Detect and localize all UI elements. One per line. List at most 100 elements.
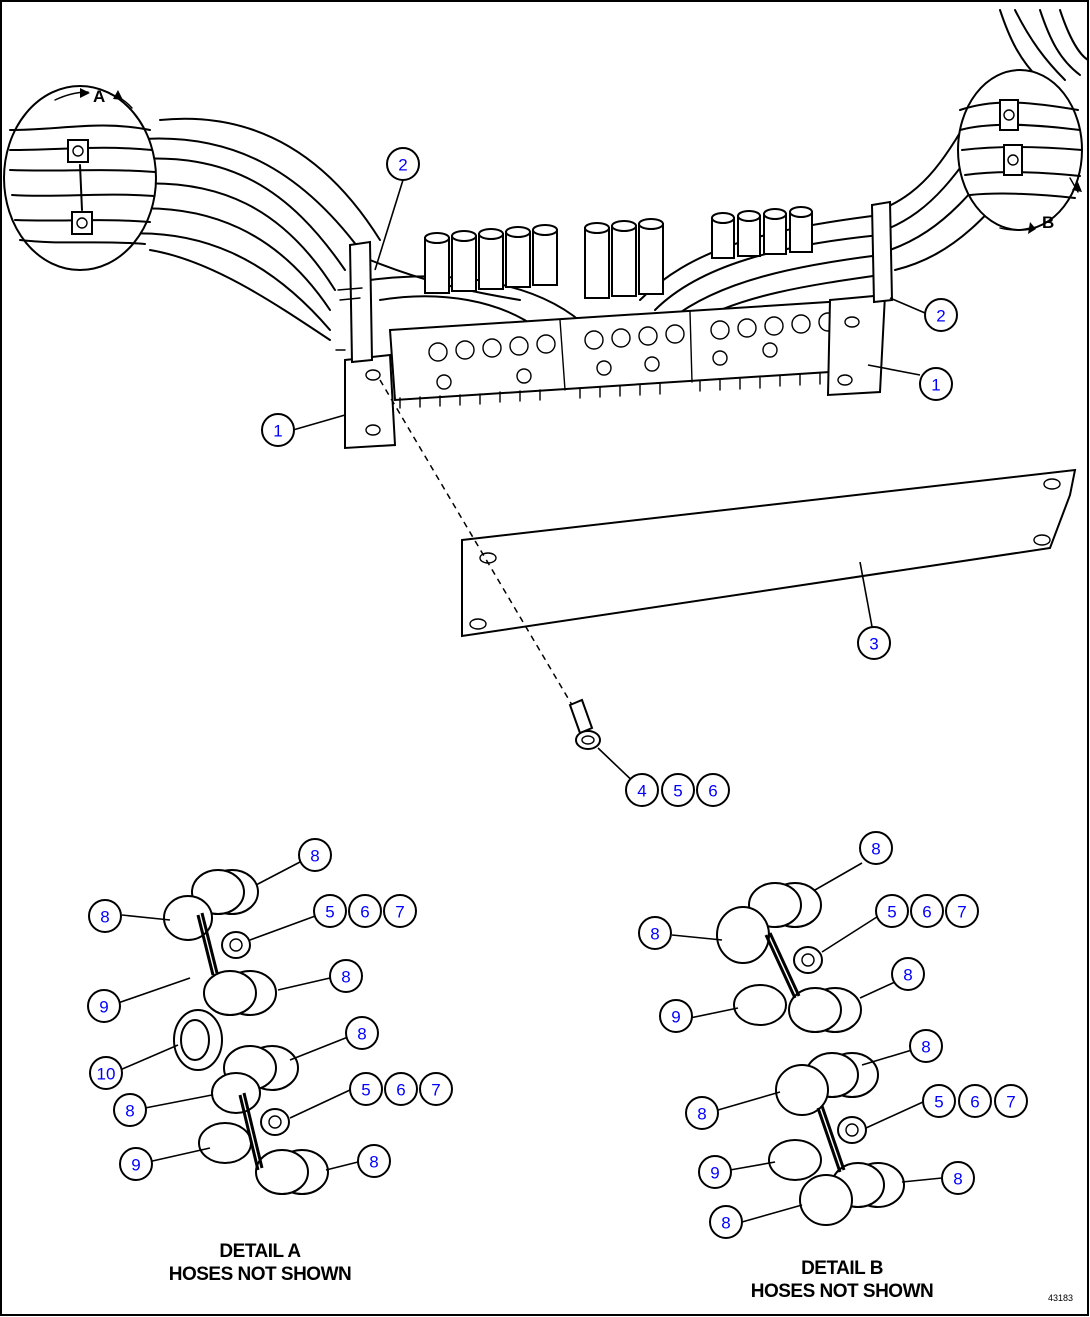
detail-a-callout-8-bottom: 8 — [357, 1144, 391, 1178]
callout-4: 4 — [625, 773, 659, 807]
callout-6: 6 — [696, 773, 730, 807]
svg-text:1: 1 — [931, 376, 940, 395]
figure-number: 43183 — [1048, 1293, 1074, 1303]
svg-text:1: 1 — [273, 422, 282, 441]
detail-a-callout-9-lower: 9 — [119, 1147, 153, 1181]
detail-a-inset — [3, 85, 157, 271]
detail-b-marker: B — [1042, 213, 1054, 232]
detail-b-callout-5-upper: 5 — [875, 894, 909, 928]
detail-a-caption: DETAIL A HOSES NOT SHOWN — [130, 1240, 390, 1286]
svg-text:4: 4 — [637, 782, 646, 801]
detail-a-callout-8-mid2: 8 — [345, 1016, 379, 1050]
detail-a-callout-8-mid: 8 — [329, 959, 363, 993]
detail-b-callout-8-bottom-right: 8 — [941, 1161, 975, 1195]
detail-a-callout-7-upper: 7 — [383, 894, 417, 928]
svg-text:8: 8 — [650, 925, 659, 944]
detail-a-callout-7-lower: 7 — [419, 1072, 453, 1106]
svg-text:5: 5 — [934, 1093, 943, 1112]
svg-text:8: 8 — [341, 968, 350, 987]
detail-b-callout-6-upper: 6 — [910, 894, 944, 928]
callout-1-left: 1 — [261, 413, 295, 447]
detail-a-callout-8-left: 8 — [88, 899, 122, 933]
svg-text:5: 5 — [325, 903, 334, 922]
svg-text:9: 9 — [131, 1156, 140, 1175]
detail-b-callout-8-mid: 8 — [891, 957, 925, 991]
detail-a-subtitle: HOSES NOT SHOWN — [168, 1264, 352, 1285]
svg-text:8: 8 — [871, 840, 880, 859]
detail-a-title: DETAIL A — [219, 1241, 301, 1262]
callout-2-right: 2 — [924, 298, 958, 332]
svg-text:6: 6 — [360, 903, 369, 922]
assembly-line — [379, 379, 589, 733]
svg-text:8: 8 — [697, 1105, 706, 1124]
detail-b-callout-9-upper: 9 — [659, 999, 693, 1033]
svg-text:8: 8 — [125, 1102, 134, 1121]
svg-text:7: 7 — [395, 903, 404, 922]
svg-text:8: 8 — [310, 847, 319, 866]
detail-b-callout-8-mid2: 8 — [909, 1029, 943, 1063]
detail-a-marker: A — [93, 87, 105, 106]
svg-text:6: 6 — [970, 1093, 979, 1112]
svg-text:5: 5 — [887, 903, 896, 922]
svg-text:5: 5 — [673, 782, 682, 801]
detail-a-callout-8-top: 8 — [298, 838, 332, 872]
svg-text:9: 9 — [710, 1164, 719, 1183]
svg-text:9: 9 — [99, 998, 108, 1017]
detail-a-callout-9-upper: 9 — [87, 989, 121, 1023]
detail-a-callout-6-upper: 6 — [348, 894, 382, 928]
svg-text:5: 5 — [361, 1081, 370, 1100]
callout-5: 5 — [661, 773, 695, 807]
svg-text:8: 8 — [357, 1025, 366, 1044]
svg-text:8: 8 — [721, 1214, 730, 1233]
detail-b-caption: DETAIL B HOSES NOT SHOWN — [712, 1257, 972, 1303]
detail-a-callout-10: 10 — [89, 1056, 123, 1090]
svg-text:10: 10 — [97, 1065, 116, 1084]
svg-text:6: 6 — [922, 903, 931, 922]
detail-b-callout-8-lower-left: 8 — [685, 1096, 719, 1130]
callout-1-right: 1 — [919, 367, 953, 401]
valve-block — [388, 298, 861, 409]
detail-a-callout-6-lower: 6 — [384, 1072, 418, 1106]
detail-b-callout-7-lower: 7 — [994, 1084, 1028, 1118]
svg-text:8: 8 — [903, 966, 912, 985]
valve-fittings — [424, 206, 813, 299]
detail-b-callout-8-bottom-left: 8 — [709, 1205, 743, 1239]
detail-a-callout-5-upper: 5 — [313, 894, 347, 928]
svg-text:7: 7 — [431, 1081, 440, 1100]
detail-b-inset — [957, 69, 1083, 234]
detail-b-title: DETAIL B — [801, 1258, 883, 1279]
detail-b-clamps — [716, 882, 905, 1226]
detail-a-callout-5-lower: 5 — [349, 1072, 383, 1106]
detail-a-clamps — [163, 869, 329, 1195]
svg-text:9: 9 — [671, 1008, 680, 1027]
svg-text:2: 2 — [398, 156, 407, 175]
detail-b-callout-5-lower: 5 — [922, 1084, 956, 1118]
bolt — [568, 698, 601, 750]
svg-text:3: 3 — [869, 635, 878, 654]
svg-text:6: 6 — [396, 1081, 405, 1100]
left-bracket — [335, 240, 397, 450]
svg-text:8: 8 — [369, 1153, 378, 1172]
detail-b-subtitle: HOSES NOT SHOWN — [750, 1281, 934, 1302]
right-bracket — [826, 200, 894, 397]
callout-2-left: 2 — [386, 147, 420, 181]
svg-text:2: 2 — [936, 307, 945, 326]
svg-text:7: 7 — [1006, 1093, 1015, 1112]
detail-b-callout-8-top: 8 — [859, 831, 893, 865]
svg-text:8: 8 — [100, 908, 109, 927]
svg-text:7: 7 — [957, 903, 966, 922]
cover-plate — [461, 468, 1077, 638]
detail-b-callout-6-lower: 6 — [958, 1084, 992, 1118]
svg-text:8: 8 — [953, 1170, 962, 1189]
svg-text:8: 8 — [921, 1038, 930, 1057]
detail-b-callout-8-left: 8 — [638, 916, 672, 950]
svg-text:6: 6 — [708, 782, 717, 801]
detail-a-callout-8-lower-left: 8 — [113, 1093, 147, 1127]
leader-lines — [117, 179, 943, 1223]
detail-b-callout-9-lower: 9 — [698, 1155, 732, 1189]
callout-3: 3 — [857, 626, 891, 660]
detail-b-callout-7-upper: 7 — [945, 894, 979, 928]
